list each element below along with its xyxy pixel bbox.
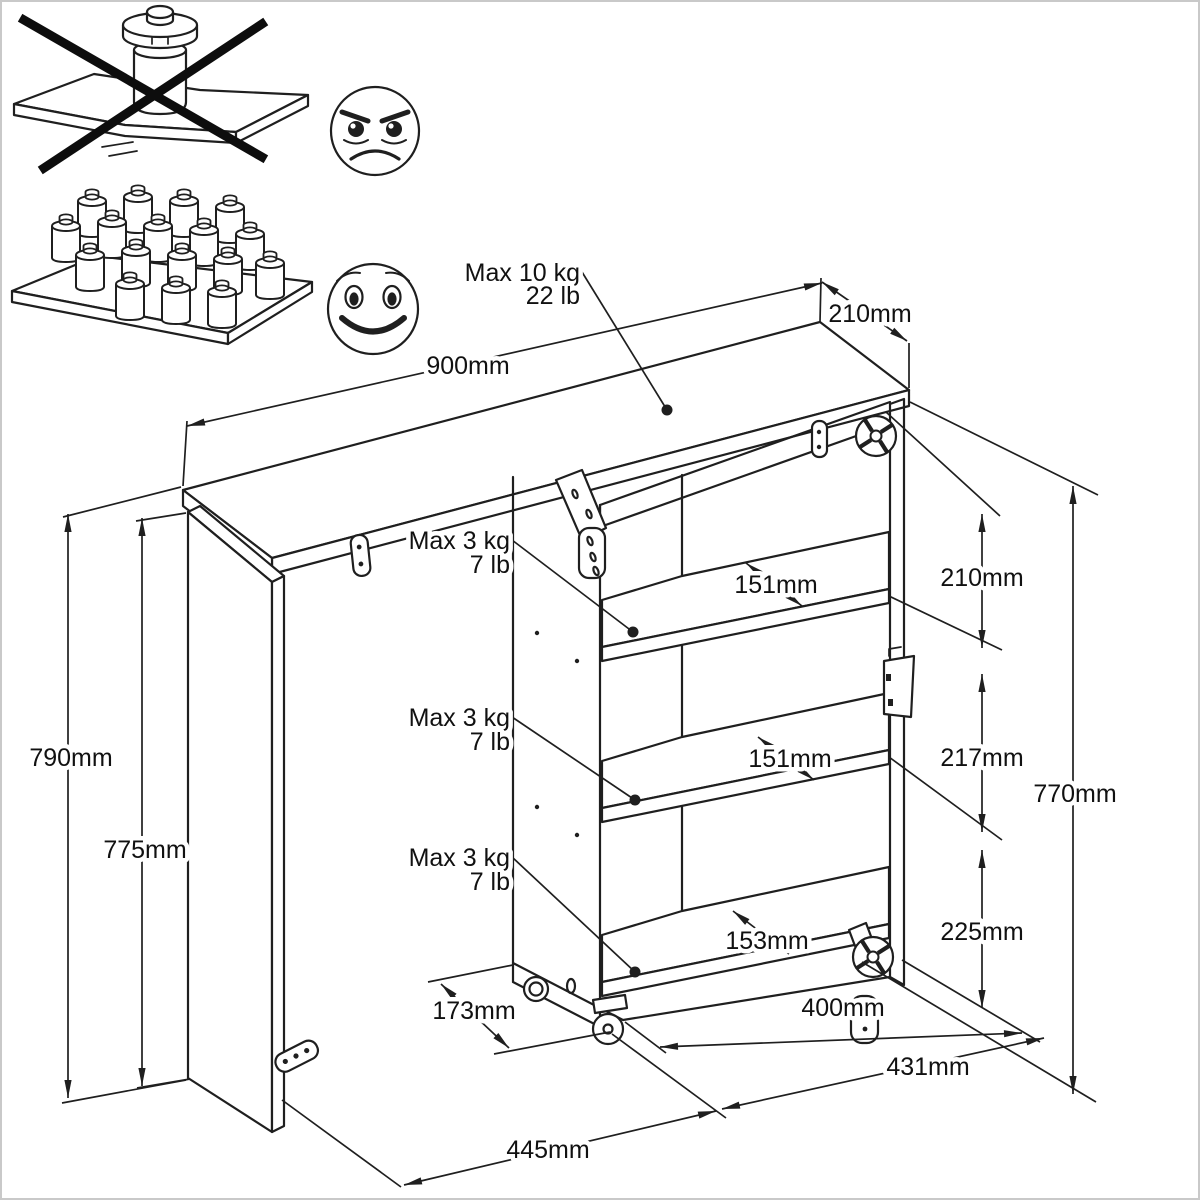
- shelf3-load-sublabel: 7 lb: [470, 868, 510, 896]
- dim-173-label: 173mm: [432, 997, 515, 1025]
- weight-can-icon: [255, 250, 285, 300]
- dim-151b-label: 151mm: [748, 745, 831, 773]
- dim-210-top-label: 210mm: [828, 300, 911, 328]
- do-illustration: [10, 184, 420, 356]
- wheel-strap-bracket-icon: [810, 419, 829, 459]
- shelf-2: [600, 691, 891, 824]
- dim-151a-line: [745, 562, 803, 607]
- shelf3-load-label: Max 3 kg: [409, 844, 510, 872]
- dim-210-top-line: [821, 281, 908, 342]
- dim-217-label: 217mm: [940, 744, 1023, 772]
- shelf1-load-sublabel: 7 lb: [470, 551, 510, 579]
- dim-400-label: 400mm: [801, 994, 884, 1022]
- weight-can-icon: [75, 242, 105, 292]
- weight-can-icon: [161, 275, 191, 325]
- top-load-sublabel: 22 lb: [526, 282, 580, 310]
- right-panel-bracket-icon: [882, 646, 916, 719]
- dim-151b-line: [757, 736, 815, 781]
- weight-can-icon: [207, 279, 237, 329]
- dim-153-line: [732, 910, 790, 955]
- door-panel: [186, 504, 320, 1134]
- prohibition-x-icon: [17, 13, 269, 175]
- dim-173-line: [440, 983, 510, 1049]
- dim-770-label: 770mm: [1033, 780, 1116, 808]
- shelf2-load-label: Max 3 kg: [409, 704, 510, 732]
- smiley-face-icon: [326, 262, 420, 356]
- dim-151a-label: 151mm: [734, 571, 817, 599]
- dim-445-line: [403, 1110, 717, 1186]
- small-wheel-icon: [522, 975, 550, 1003]
- dim-431-line: [721, 1037, 1045, 1110]
- dim-900-line: [186, 282, 823, 427]
- dim-225-label: 225mm: [940, 918, 1023, 946]
- shelf-1: [600, 530, 891, 663]
- dim-900-label: 900mm: [426, 352, 509, 380]
- divider-top-bracket-icon: [554, 468, 608, 580]
- dim-775-label: 775mm: [103, 836, 186, 864]
- dimension-annotations: Max 10 kg 22 lb Max 3 kg 7 lb Max 3 kg 7…: [25, 255, 1121, 1188]
- tabletop: [181, 320, 911, 576]
- top-load-label: Max 10 kg: [465, 259, 580, 287]
- dim-400-line: [659, 1030, 1023, 1050]
- shelf1-load-label: Max 3 kg: [409, 527, 510, 555]
- dont-illustration: [12, 4, 421, 177]
- crack-marks: [101, 141, 138, 157]
- door-hinge-bracket-icon: [274, 1039, 320, 1073]
- base-slot-hole: [565, 977, 577, 995]
- angry-face-icon: [329, 85, 421, 177]
- dim-210-right-label: 210mm: [940, 564, 1023, 592]
- dimension-lines: [64, 281, 1077, 1186]
- shelf2-load-sublabel: 7 lb: [470, 728, 510, 756]
- caster-wheel-icon: [853, 937, 893, 977]
- dim-790-label: 790mm: [29, 744, 112, 772]
- dim-431-label: 431mm: [886, 1053, 969, 1081]
- weight-can-icon: [115, 271, 145, 321]
- dim-445-label: 445mm: [506, 1136, 589, 1164]
- caster-wheel-icon: [856, 416, 896, 456]
- peg-holes: [534, 630, 580, 838]
- strap-bracket-icon: [349, 533, 372, 578]
- dimension-labels: Max 10 kg 22 lb Max 3 kg 7 lb Max 3 kg 7…: [25, 255, 1121, 1169]
- dim-153-label: 153mm: [725, 927, 808, 955]
